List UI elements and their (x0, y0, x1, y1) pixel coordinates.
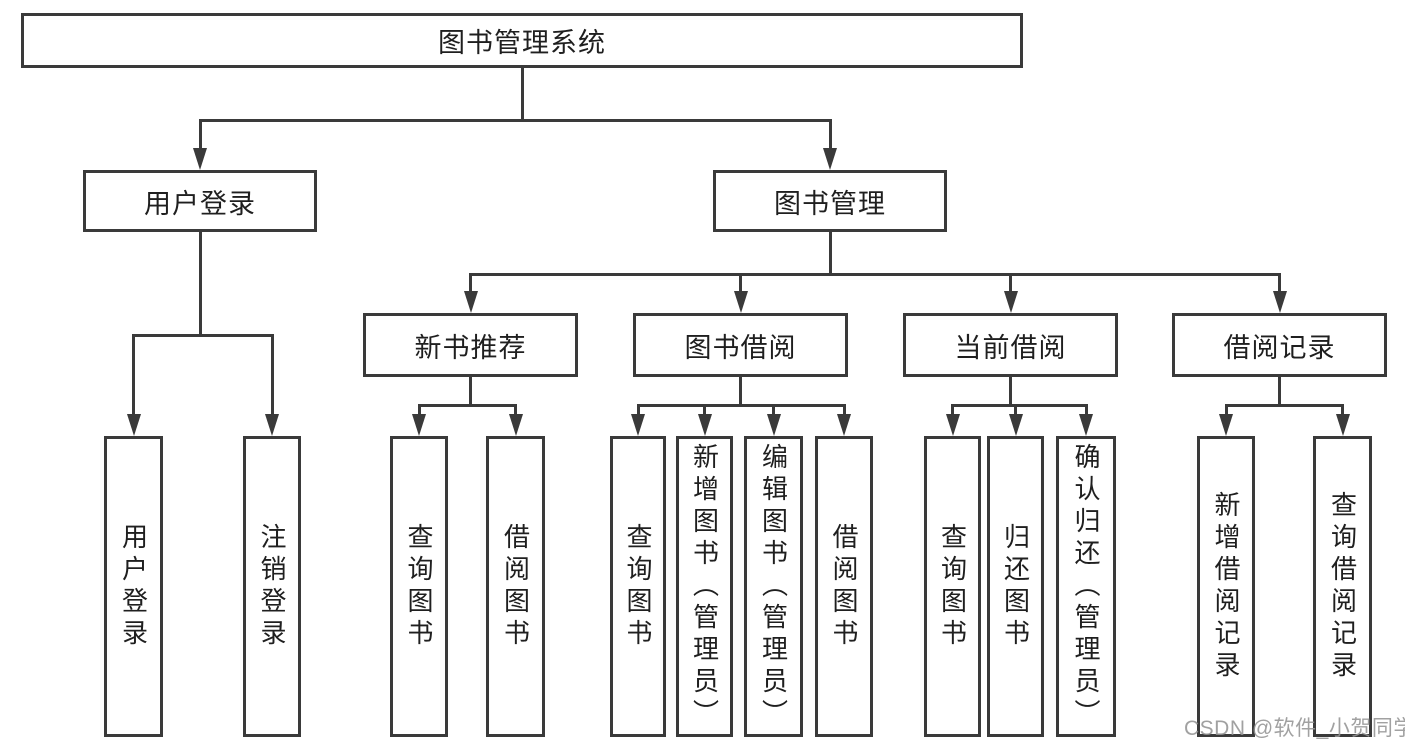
connector-line (270, 333, 274, 416)
connector-line (739, 377, 742, 406)
leaf-borrow-books-recommend: 借阅图书 (486, 436, 545, 737)
leaf-query-books-recommend: 查询图书 (390, 436, 448, 737)
connector-line (1341, 404, 1344, 416)
arrowhead-icon (1272, 291, 1287, 313)
node-label: 当前借阅 (954, 332, 1067, 363)
connector-line (636, 404, 640, 416)
arrowhead-icon (126, 414, 141, 436)
node-new-book-recommendation: 新书推荐 (363, 313, 578, 377)
node-book-management: 图书管理 (713, 170, 947, 232)
arrowhead-icon (733, 291, 748, 313)
node-label: 编辑图书（管理员） (758, 442, 789, 731)
node-label: 查询图书 (937, 522, 968, 651)
arrowhead-icon (1008, 414, 1023, 436)
node-label: 新书推荐 (414, 332, 527, 363)
leaf-query-books-borrowing: 查询图书 (610, 436, 666, 737)
connector-line (1278, 272, 1281, 293)
leaf-add-borrow-record: 新增借阅记录 (1197, 436, 1255, 737)
arrowhead-icon (1079, 414, 1093, 436)
watermark-text: CSDN @软件_小贺同学 (1184, 717, 1405, 740)
arrowhead-icon (508, 414, 523, 436)
arrowhead-icon (463, 291, 478, 313)
leaf-logout: 注销登录 (243, 436, 301, 737)
arrowhead-icon (823, 148, 837, 170)
node-label: 查询图书 (623, 522, 653, 651)
arrowhead-icon (697, 414, 712, 436)
arrowhead-icon (837, 414, 851, 436)
arrowhead-icon (1219, 414, 1233, 436)
arrowhead-icon (945, 414, 960, 436)
connector-line (469, 377, 472, 406)
node-label: 查询借阅记录 (1327, 490, 1358, 683)
connector-line (198, 118, 832, 122)
arrowhead-icon (766, 414, 781, 436)
node-label: 图书借阅 (684, 332, 797, 363)
node-label: 新增图书（管理员） (689, 442, 720, 731)
node-borrowing-records: 借阅记录 (1172, 313, 1387, 377)
node-label: 用户登录 (144, 188, 256, 219)
leaf-query-books-current: 查询图书 (924, 436, 981, 737)
connector-line (1224, 404, 1344, 407)
arrowhead-icon (265, 414, 279, 436)
connector-line (198, 118, 202, 152)
arrowhead-icon (412, 414, 426, 436)
connector-line (828, 118, 832, 152)
connector-line (951, 404, 1088, 407)
leaf-user-login: 用户登录 (104, 436, 163, 737)
node-library-management-system: 图书管理系统 (21, 13, 1023, 68)
node-label: 借阅记录 (1223, 332, 1336, 363)
connector-line (772, 404, 775, 416)
leaf-add-books-admin: 新增图书（管理员） (676, 436, 733, 737)
connector-line (198, 232, 202, 335)
node-label: 注销登录 (257, 522, 287, 651)
arrowhead-icon (1003, 291, 1018, 313)
node-label: 确认归还（管理员） (1071, 442, 1101, 731)
connector-line (1084, 404, 1088, 416)
node-user-login: 用户登录 (83, 170, 317, 232)
leaf-confirm-return-admin: 确认归还（管理员） (1056, 436, 1116, 737)
node-label: 查询图书 (404, 522, 434, 651)
leaf-borrow-books: 借阅图书 (815, 436, 873, 737)
connector-line (1224, 404, 1228, 416)
connector-line (417, 404, 421, 416)
node-label: 图书管理 (774, 188, 886, 219)
leaf-return-books: 归还图书 (987, 436, 1044, 737)
node-label: 归还图书 (1000, 522, 1031, 651)
leaf-edit-books-admin: 编辑图书（管理员） (744, 436, 803, 737)
node-label: 借阅图书 (829, 522, 859, 651)
connector-line (703, 404, 706, 416)
arrowhead-icon (193, 148, 207, 170)
connector-line (842, 404, 846, 416)
node-label: 用户登录 (118, 522, 149, 651)
connector-line (1009, 272, 1012, 293)
connector-line (132, 333, 274, 337)
connector-line (1009, 377, 1012, 406)
connector-line (1014, 404, 1017, 416)
connector-line (132, 333, 135, 416)
arrowhead-icon (1335, 414, 1350, 436)
connector-line (828, 232, 832, 275)
arrowhead-icon (631, 414, 645, 436)
connector-line (520, 68, 524, 122)
node-label: 借阅图书 (500, 522, 531, 651)
connector-line (417, 404, 517, 407)
node-label: 图书管理系统 (438, 28, 606, 58)
connector-line (951, 404, 954, 416)
node-current-borrowing: 当前借阅 (903, 313, 1118, 377)
connector-line (739, 272, 742, 293)
node-book-borrowing: 图书借阅 (633, 313, 848, 377)
connector-line (1278, 377, 1281, 406)
connector-line (469, 272, 472, 293)
leaf-query-borrow-record: 查询借阅记录 (1313, 436, 1372, 737)
connector-line (469, 272, 1281, 276)
node-label: 新增借阅记录 (1211, 490, 1241, 683)
connector-line (514, 404, 517, 416)
